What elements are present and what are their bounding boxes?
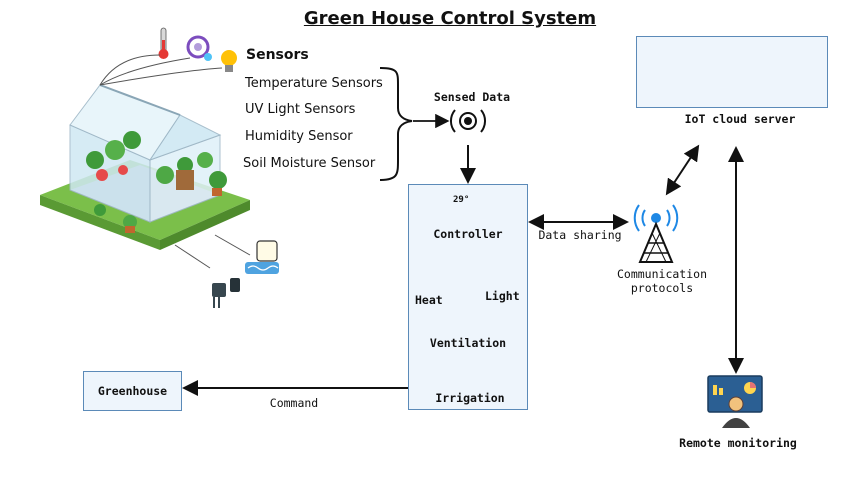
sensor-brace <box>379 67 413 181</box>
data-sharing-label: Data sharing <box>538 228 622 242</box>
irrigation-label: Irrigation <box>435 391 505 405</box>
remote-monitoring-icon <box>707 375 763 428</box>
greenhouse-box: Greenhouse <box>83 371 182 411</box>
controller-display-value: 29° <box>453 195 470 205</box>
sensors-heading: Sensors <box>246 47 309 63</box>
uv-meter-icon <box>186 35 212 61</box>
communication-tower-icon <box>633 204 679 263</box>
soil-moisture-probe-icon <box>212 278 240 308</box>
communication-protocols-label: Communication protocols <box>616 267 707 295</box>
signal-sensor-icon <box>450 109 486 133</box>
sensor-item-humidity: Humidity Sensor <box>245 129 353 144</box>
sensor-item-uv-light: UV Light Sensors <box>245 102 356 117</box>
iot-cloud-server-label: IoT cloud server <box>684 112 796 126</box>
heat-label: Heat <box>415 293 443 307</box>
light-label: Light <box>485 289 520 303</box>
humidity-sensor-icon <box>245 240 279 274</box>
greenhouse-illustration <box>40 84 250 250</box>
diagram-title: Green House Control System <box>303 8 597 29</box>
controller-label: Controller <box>433 227 503 241</box>
ventilation-label: Ventilation <box>429 336 507 350</box>
iot-cloud-panel <box>636 36 828 108</box>
sensor-item-temperature: Temperature Sensors <box>245 76 383 91</box>
command-label: Command <box>269 396 319 410</box>
sensed-data-label: Sensed Data <box>433 90 511 104</box>
thermometer-icon <box>158 27 169 59</box>
remote-monitoring-label: Remote monitoring <box>679 436 797 450</box>
sensor-item-soil-moisture: Soil Moisture Sensor <box>243 156 376 171</box>
controller-panel: 29° Controller Heat Light Ventilation Ir… <box>408 184 528 410</box>
lightbulb-icon <box>221 50 237 72</box>
greenhouse-label: Greenhouse <box>97 384 168 398</box>
